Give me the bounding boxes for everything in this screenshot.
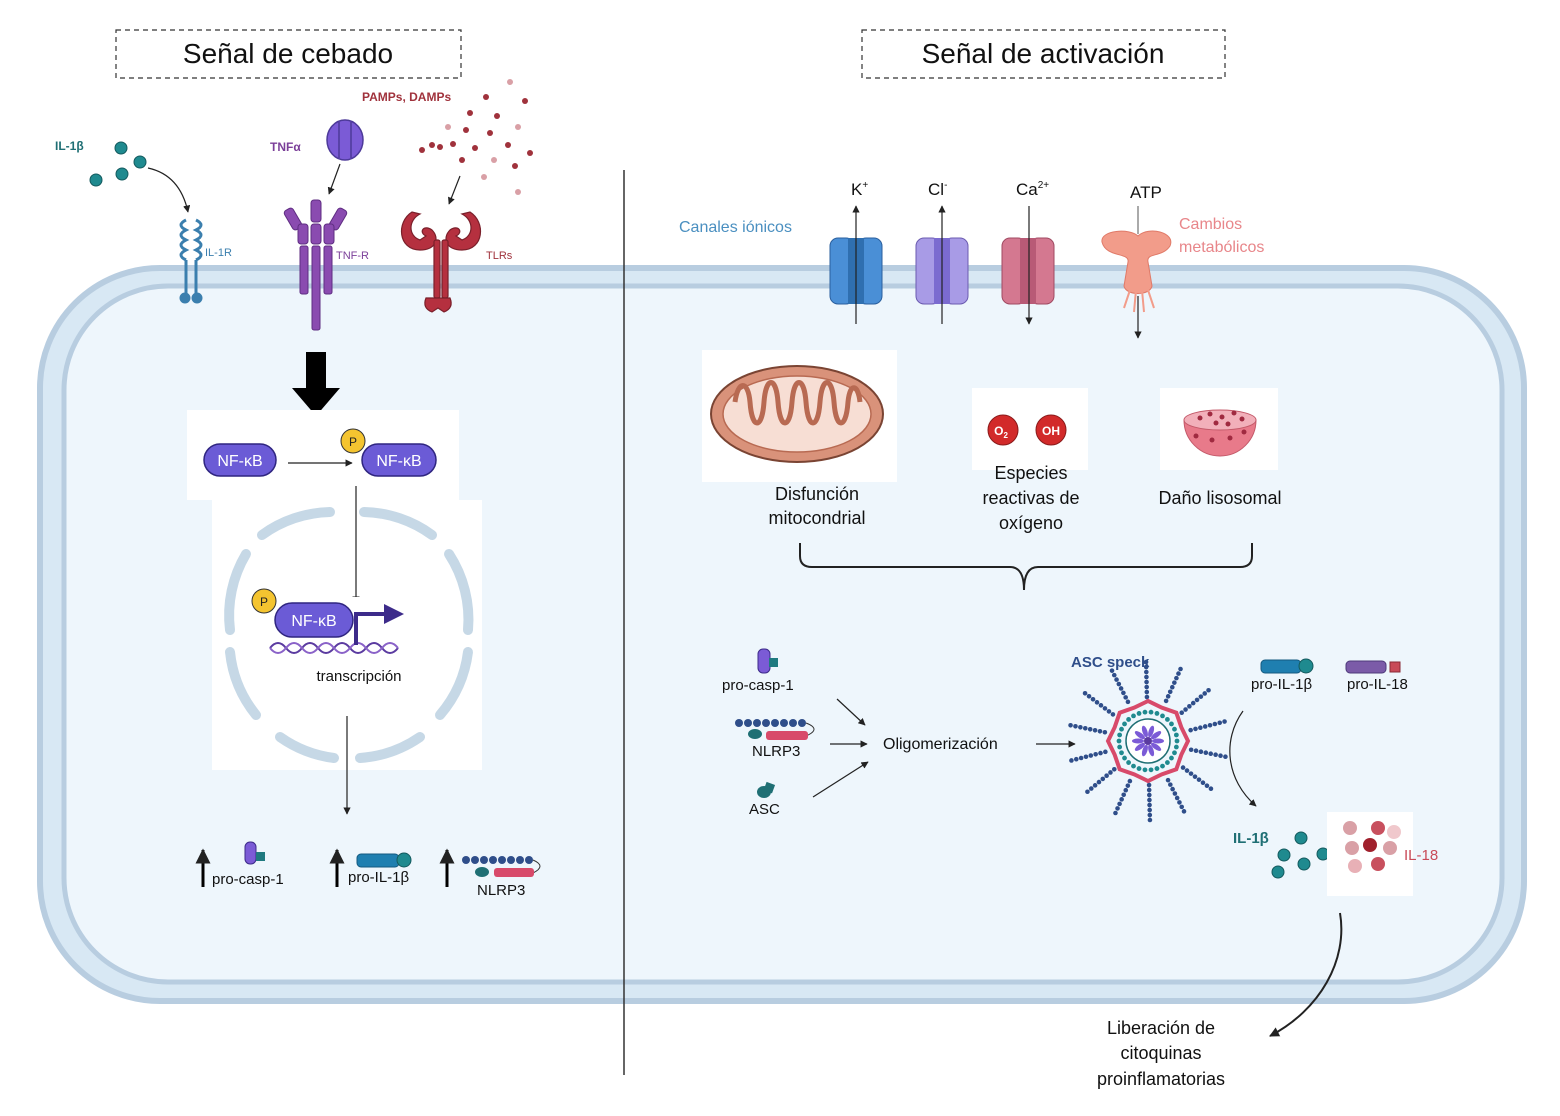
il1r-receptor-icon <box>179 218 203 304</box>
il1b-particles-icon <box>89 141 147 187</box>
il1r-label: IL-1R <box>205 247 232 259</box>
pamps-particles-icon <box>419 79 533 195</box>
nucleus-envelope <box>224 507 474 763</box>
asc-label: ASC <box>749 801 780 818</box>
ca-channel-icon <box>1001 206 1055 325</box>
processing-arrow <box>1229 710 1257 807</box>
asc-speck-icon <box>1068 659 1228 823</box>
upregulated-casp1: pro-casp-1 <box>195 841 284 888</box>
pamps-to-tlr-arrow <box>448 175 461 205</box>
mature-il1b-label: IL-1β <box>1233 830 1269 847</box>
nfkb-label-1: NF-κB <box>217 453 262 470</box>
pro-il18-label: pro-IL-18 <box>1347 676 1408 693</box>
trigger-brace <box>799 543 1253 591</box>
atp-label: ATP <box>1130 183 1162 202</box>
nfkb-label-3: NF-κB <box>291 613 336 630</box>
mature-il18-label: IL-18 <box>1404 847 1438 864</box>
ca-ion-label: Ca2+ <box>1016 180 1049 199</box>
tnfr-label: TNF-R <box>336 250 369 262</box>
asc-icon <box>757 781 776 798</box>
mature-il1b-particles-icon <box>1271 831 1330 879</box>
transcription-start-arrow <box>354 612 386 645</box>
pro-casp1-icon <box>757 648 778 674</box>
nlrp3-product-label: NLRP3 <box>477 882 525 899</box>
ros-o2-label: O2 <box>994 424 1008 440</box>
upregulated-nlrp3: NLRP3 <box>439 848 541 899</box>
k-ion-label: K+ <box>851 180 868 199</box>
asc-to-oligo-arrow <box>812 761 869 798</box>
nfkb-nuclear: NF-κB P <box>251 588 354 638</box>
asc-speck-label: ASC speck <box>1071 654 1150 671</box>
mito-dysfunction-line2: mitocondrial <box>768 508 865 528</box>
metabolic-changes-line2: metabólicos <box>1179 239 1264 256</box>
mature-il18-particles-icon <box>1343 821 1401 873</box>
tlrs-label: TLRs <box>486 250 513 262</box>
mito-dysfunction-line1: Disfunción <box>775 484 859 504</box>
cl-ion-label: Cl- <box>928 180 947 199</box>
priming-title: Señal de cebado <box>115 29 462 79</box>
ros-line2: reactivas de <box>982 488 1079 508</box>
pro-casp1-label: pro-casp-1 <box>722 677 794 694</box>
il18-panel <box>1327 812 1413 896</box>
activation-title-text: Señal de activación <box>922 38 1165 69</box>
pro-il18-icon <box>1345 660 1401 674</box>
release-arrow <box>1269 912 1343 1037</box>
oligomerization-label: Oligomerización <box>883 736 998 753</box>
tnfa-trimer-icon <box>326 119 364 161</box>
p2x7-receptor-icon <box>1101 206 1172 339</box>
mitochondrion-icon <box>710 365 884 463</box>
pro-il1b-product-label: pro-IL-1β <box>348 869 410 886</box>
pro-il1b-label: pro-IL-1β <box>1251 676 1313 693</box>
lyso-damage-label: Daño lisosomal <box>1158 488 1281 508</box>
transcription-arrowhead-icon <box>384 604 404 624</box>
dna-helix-icon <box>269 642 399 654</box>
superoxide-icon: O2 <box>987 414 1019 446</box>
lysosome-icon <box>1183 409 1257 457</box>
ion-channels-label: Canales iónicos <box>679 219 792 236</box>
nfkb-label-2: NF-κB <box>376 453 421 470</box>
pamps-damps-label: PAMPs, DAMPs <box>362 90 451 104</box>
release-line2: citoquinas <box>1120 1043 1201 1063</box>
phospho-label-2: P <box>260 595 268 609</box>
nlrp3-label: NLRP3 <box>752 743 800 760</box>
casp1-product-label: pro-casp-1 <box>212 871 284 888</box>
ros-line3: oxígeno <box>999 513 1063 533</box>
ros-line1: Especies <box>994 463 1067 483</box>
tnfa-to-receptor-arrow <box>327 163 341 195</box>
signal-big-arrow <box>292 352 340 416</box>
transcription-label: transcripción <box>316 668 401 685</box>
nfkb-phosphorylated: NF-κB P <box>340 428 437 477</box>
phospho-label-1: P <box>349 435 357 449</box>
il1b-ligand-label: IL-1β <box>55 139 84 153</box>
pro-il1b-icon <box>1260 658 1314 674</box>
release-line3: proinflamatorias <box>1097 1069 1225 1089</box>
tnfa-ligand-label: TNFα <box>270 140 301 154</box>
tlr-receptor-icon <box>400 211 482 313</box>
activation-title: Señal de activación <box>861 29 1226 79</box>
priming-title-text: Señal de cebado <box>183 38 393 69</box>
ros-oh-label: OH <box>1042 424 1060 438</box>
release-line1: Liberación de <box>1107 1018 1215 1038</box>
upregulated-pro-il1b: pro-IL-1β <box>329 848 412 887</box>
tnfr-receptor-icon <box>283 199 348 331</box>
nfkb-unphosphorylated: NF-κB <box>203 443 277 477</box>
casp-to-oligo-arrow <box>836 698 866 726</box>
metabolic-changes-line1: Cambios <box>1179 216 1242 233</box>
hydroxyl-icon: OH <box>1035 414 1067 446</box>
k-channel-icon <box>829 205 883 324</box>
il1b-to-receptor-arrow <box>147 167 191 213</box>
cl-channel-icon <box>915 205 969 324</box>
nlrp3-icon <box>735 719 815 740</box>
